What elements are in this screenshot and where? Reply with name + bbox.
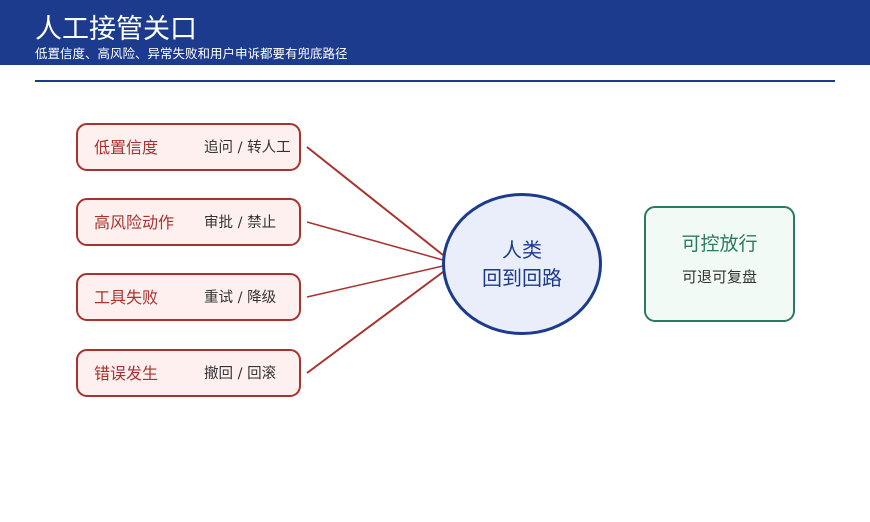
page-title: 人工接管关口: [35, 14, 197, 45]
connector-low-confidence: [306, 146, 444, 256]
outcome-subtitle: 可退可复盘: [681, 268, 757, 286]
case-action: 追问 / 转人工: [204, 140, 291, 156]
case-label: 高风险动作: [94, 213, 175, 232]
case-high-risk: 高风险动作 审批 / 禁止: [76, 198, 301, 246]
hub-line-1: 人类: [502, 238, 542, 262]
outcome-box: 可控放行 可退可复盘: [644, 206, 795, 322]
case-action: 审批 / 禁止: [204, 215, 277, 231]
connector-tool-failure: [306, 265, 444, 298]
header-divider: [35, 80, 835, 82]
hub-line-2: 回到回路: [482, 266, 562, 290]
case-error: 错误发生 撤回 / 回滚: [76, 349, 301, 397]
case-label: 错误发生: [94, 364, 159, 383]
connector-high-risk: [306, 221, 444, 261]
case-low-confidence: 低置信度 追问 / 转人工: [76, 123, 301, 171]
case-tool-failure: 工具失败 重试 / 降级: [76, 273, 301, 321]
header-bar: 人工接管关口 低置信度、高风险、异常失败和用户申诉都要有兜底路径: [0, 0, 870, 65]
outcome-title: 可控放行: [681, 233, 758, 255]
human-in-loop-hub: 人类 回到回路: [442, 193, 602, 335]
connector-error: [306, 271, 444, 374]
page-subtitle: 低置信度、高风险、异常失败和用户申诉都要有兜底路径: [35, 46, 348, 61]
case-label: 工具失败: [94, 288, 159, 307]
case-label: 低置信度: [94, 138, 159, 157]
case-action: 撤回 / 回滚: [204, 366, 277, 382]
case-action: 重试 / 降级: [204, 290, 277, 306]
